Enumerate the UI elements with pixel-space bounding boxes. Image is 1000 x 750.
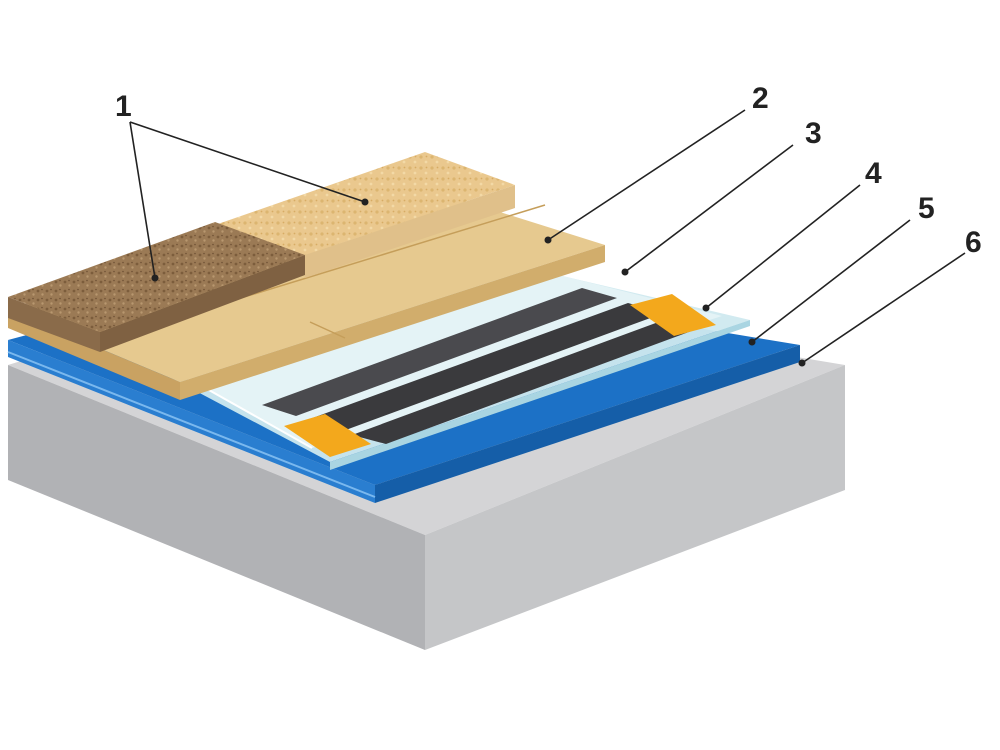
bus-contact-far — [630, 294, 716, 336]
insulation-front — [375, 345, 800, 503]
callout-3-label: 3 — [805, 117, 822, 150]
callout-5: 5 — [748, 192, 935, 346]
callout-4: 4 — [702, 157, 882, 312]
concrete-slab-left — [8, 365, 425, 650]
insulation-left — [8, 340, 375, 503]
tile-brown-front — [100, 255, 305, 352]
heating-strip-1 — [307, 303, 664, 431]
tile-beige-front — [305, 185, 515, 278]
film-front — [330, 320, 750, 470]
laminate-layer — [8, 190, 605, 400]
concrete-slab-front — [425, 365, 845, 650]
heating-strip-3 — [262, 288, 617, 416]
bus-contact-near — [284, 414, 371, 457]
callout-2: 2 — [544, 82, 769, 244]
callout-1: 1 — [115, 90, 369, 282]
tile-brown-left — [8, 297, 100, 352]
callout-1-label: 1 — [115, 90, 132, 123]
callout-2-label: 2 — [752, 82, 769, 115]
callout-4-label: 4 — [865, 157, 882, 190]
heating-strip-2 — [352, 317, 705, 444]
laminate-top — [8, 190, 605, 382]
callout-6-label: 6 — [965, 226, 982, 259]
callout-3: 3 — [621, 117, 822, 276]
callout-5-label: 5 — [918, 192, 935, 225]
callout-6: 6 — [798, 226, 982, 367]
laminate-front — [180, 245, 605, 400]
